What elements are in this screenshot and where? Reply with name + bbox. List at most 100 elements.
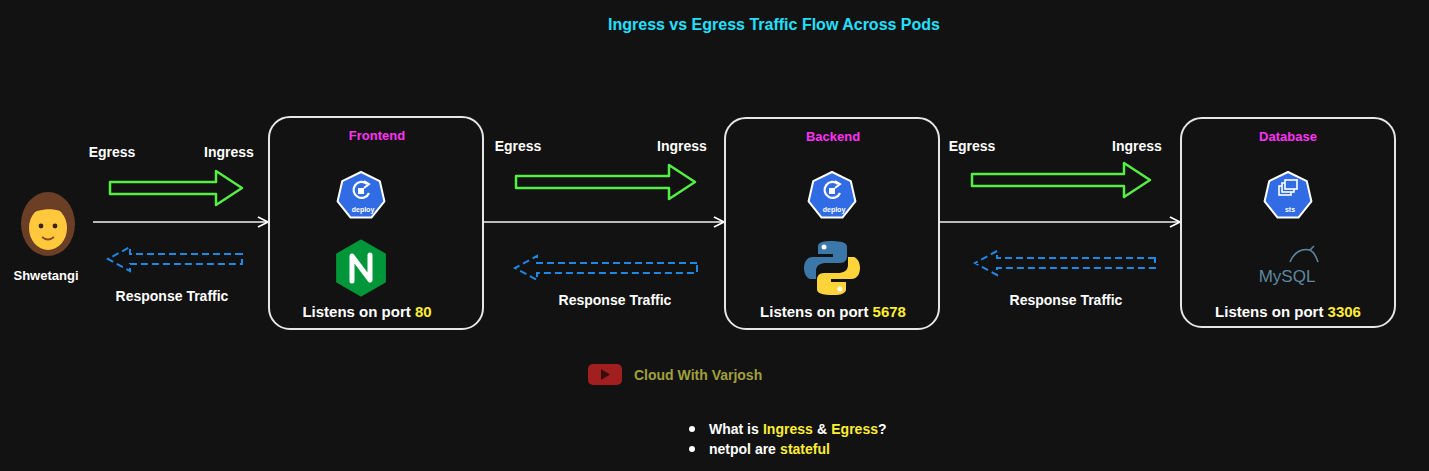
response-label: Response Traffic bbox=[559, 292, 672, 309]
label-row: Egress bbox=[495, 138, 542, 155]
python-yellow bbox=[817, 257, 860, 295]
port-number: 5678 bbox=[873, 303, 906, 321]
logo-text: MySQL bbox=[1259, 267, 1316, 286]
traffic-connector bbox=[484, 221, 724, 223]
bullet-keyword: Egress bbox=[831, 421, 878, 438]
icon-label: sts bbox=[1285, 206, 1295, 214]
label-row: What isIngress&Egress? bbox=[709, 421, 887, 438]
label-row: Ingress bbox=[657, 138, 707, 155]
text-row: Listens on port 80 bbox=[302, 303, 431, 321]
bullet-dot bbox=[689, 426, 695, 432]
traffic-arrow bbox=[110, 171, 242, 205]
python-eye bbox=[838, 287, 843, 292]
pod-title: Frontend bbox=[349, 128, 405, 143]
deployment-icon bbox=[338, 172, 385, 218]
k8s-heptagon bbox=[809, 172, 856, 218]
pod-box: Frontend deployListens on port 80 bbox=[268, 116, 484, 330]
bullet-keyword: stateful bbox=[780, 441, 830, 458]
eye bbox=[53, 224, 58, 229]
port-text: Listens on port bbox=[760, 303, 868, 321]
flow-label: Ingress bbox=[1112, 138, 1162, 155]
port-number: 80 bbox=[415, 303, 432, 321]
python-logo bbox=[804, 241, 860, 295]
youtube-icon bbox=[588, 364, 622, 385]
label-row: Response Traffic bbox=[559, 292, 672, 309]
text-row: MySQL bbox=[1259, 267, 1316, 286]
python-eye bbox=[822, 245, 827, 250]
label-row: Ingress bbox=[204, 144, 254, 161]
python-yellow-group bbox=[817, 257, 860, 295]
response-arrow bbox=[975, 251, 1155, 275]
traffic-connector bbox=[940, 221, 1180, 223]
traffic-connector bbox=[93, 221, 268, 223]
mouth bbox=[42, 237, 54, 240]
statefulset-icon bbox=[1265, 172, 1312, 218]
bullet-text: netpol are bbox=[709, 441, 776, 458]
traffic-arrow bbox=[972, 163, 1150, 197]
pod-title: Database bbox=[1259, 129, 1317, 144]
watermark: Cloud With Varjosh bbox=[634, 367, 762, 384]
nginx-hexagon bbox=[338, 241, 385, 295]
label-row: Cloud With Varjosh bbox=[634, 367, 762, 384]
response-arrow bbox=[515, 256, 697, 280]
flow-label: Egress bbox=[949, 138, 996, 155]
pod-title: Backend bbox=[806, 129, 860, 144]
icon-label: deploy bbox=[352, 206, 375, 214]
pod-box: Database stsMySQL Listens on port 3306 bbox=[1180, 117, 1396, 328]
youtube-play bbox=[601, 369, 610, 380]
icon-label: deploy bbox=[823, 206, 846, 214]
eye bbox=[39, 224, 44, 229]
cycle-arrow bbox=[825, 182, 840, 198]
port-text: Listens on port bbox=[1215, 303, 1323, 321]
port-number: 3306 bbox=[1328, 303, 1361, 321]
response-arrow bbox=[108, 247, 242, 271]
label-row: Response Traffic bbox=[116, 288, 229, 305]
diagram-title: Ingress vs Egress Traffic Flow Across Po… bbox=[608, 16, 940, 34]
text-row: deploy bbox=[823, 206, 846, 214]
flow-label: Egress bbox=[89, 144, 136, 161]
cycle-arrowhead bbox=[364, 181, 369, 188]
flow-label: Egress bbox=[495, 138, 542, 155]
person-name: Shwetangi bbox=[13, 268, 78, 284]
port-text: Listens on port bbox=[302, 303, 410, 321]
cycle-core bbox=[829, 188, 835, 194]
mysql-dolphin bbox=[1290, 246, 1318, 262]
bullet-text: & bbox=[817, 421, 827, 438]
text-row: Listens on port 5678 bbox=[760, 303, 906, 321]
text-row: Shwetangi bbox=[13, 268, 78, 284]
response-label: Response Traffic bbox=[116, 288, 229, 305]
text-row: deploy bbox=[352, 206, 375, 214]
bangs bbox=[27, 202, 69, 216]
flow-label: Ingress bbox=[657, 138, 707, 155]
face bbox=[29, 206, 67, 250]
traffic-arrow bbox=[516, 165, 695, 199]
cycle-arrow bbox=[354, 182, 369, 198]
cycle-arrowhead bbox=[835, 181, 840, 188]
bullet-keyword: Ingress bbox=[763, 421, 813, 438]
nginx-logo bbox=[338, 241, 385, 295]
k8s-heptagon bbox=[338, 172, 385, 218]
person-figure bbox=[21, 192, 75, 256]
label-row: Ingress bbox=[1112, 138, 1162, 155]
text-row: sts bbox=[1285, 206, 1295, 214]
stack-layer bbox=[1285, 180, 1297, 189]
cycle-core bbox=[358, 188, 364, 194]
k8s-heptagon bbox=[1265, 172, 1312, 218]
text-row: Frontend bbox=[349, 128, 405, 143]
bullet-text: ? bbox=[878, 421, 887, 438]
response-label: Response Traffic bbox=[1010, 292, 1123, 309]
text-row: Database bbox=[1259, 129, 1317, 144]
bullet-dot bbox=[689, 446, 695, 452]
bullet-text: What is bbox=[709, 421, 759, 438]
label-row: netpol arestateful bbox=[709, 441, 830, 458]
nginx-glyph bbox=[352, 255, 370, 281]
deployment-icon bbox=[809, 172, 856, 218]
person-node: Shwetangi bbox=[8, 186, 93, 290]
text-row: Listens on port 3306 bbox=[1215, 303, 1361, 321]
flow-label: Ingress bbox=[204, 144, 254, 161]
label-row: Egress bbox=[949, 138, 996, 155]
pod-box: Backend deployListens on port 5678 bbox=[724, 117, 940, 330]
